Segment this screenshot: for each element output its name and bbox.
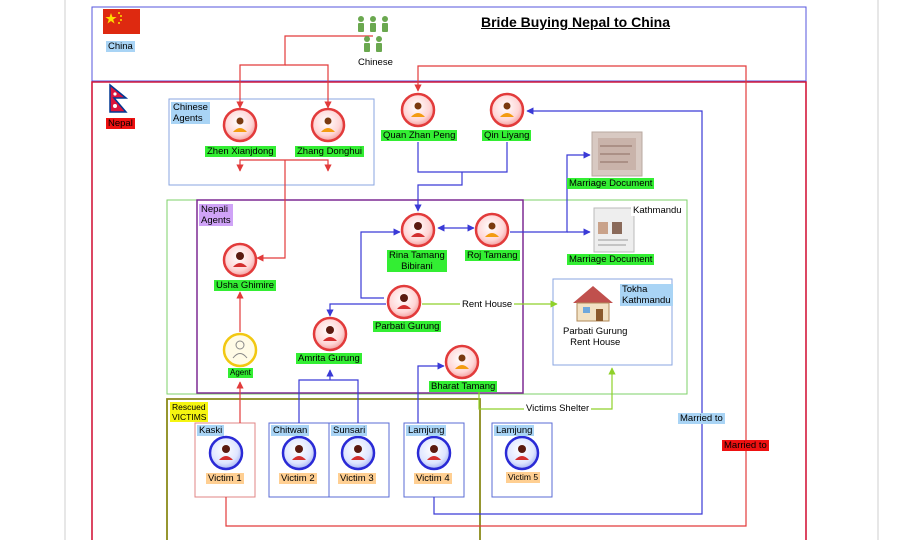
usha-node-icon xyxy=(222,242,258,278)
zhen-node-icon xyxy=(222,107,258,143)
quan-node-icon xyxy=(400,92,436,128)
tokha-label: Tokha Kathmandu xyxy=(620,284,673,306)
link-chinese-zhang xyxy=(285,64,332,109)
agent-label: Agent xyxy=(228,368,253,378)
victim1-label: Victim 1 xyxy=(206,473,244,484)
rent-house-box xyxy=(552,278,673,366)
link-victim4-bharat xyxy=(417,362,445,423)
link-roj-doc1 xyxy=(510,151,591,233)
link-married-quan xyxy=(225,65,747,527)
roj-label: Roj Tamang xyxy=(465,250,520,261)
amrita-label: Amrita Gurung xyxy=(296,353,362,364)
bharat-node-icon xyxy=(444,344,480,380)
zhang-label: Zhang Donghui xyxy=(295,146,364,157)
bharat-label: Bharat Tamang xyxy=(429,381,498,392)
kaski-box xyxy=(194,422,256,498)
roj-node-icon xyxy=(474,212,510,248)
victim3-district: Sunsari xyxy=(331,425,368,436)
quan-label: Quan Zhan Peng xyxy=(381,130,458,141)
nepali-agents-box xyxy=(196,199,524,394)
victim5-node-icon xyxy=(504,435,540,471)
victim4-label: Victim 4 xyxy=(414,473,452,484)
victim5-label: Victim 5 xyxy=(506,472,541,483)
marriage-document-1-label: Marriage Document xyxy=(567,178,655,189)
zhen-label: Zhen Xianjdong xyxy=(205,146,276,157)
link-quan-qin xyxy=(417,142,508,173)
victim4-district: Lamjung xyxy=(406,425,447,436)
parbati-node-icon xyxy=(386,284,422,320)
zhang-node-icon xyxy=(310,107,346,143)
link-agents-usha xyxy=(256,160,286,262)
china-region xyxy=(91,6,807,82)
victim4-node-icon xyxy=(416,435,452,471)
usha-label: Usha Ghimire xyxy=(214,280,277,291)
link-zhen-zhang xyxy=(236,159,332,172)
amrita-node-icon xyxy=(312,316,348,352)
victim2-label: Victim 2 xyxy=(279,473,317,484)
victim3-node-icon xyxy=(340,435,376,471)
rent-house-label: Parbati Gurung Rent House xyxy=(563,326,628,348)
page-title: Bride Buying Nepal to China xyxy=(481,14,671,30)
nepal-flag-icon xyxy=(109,83,129,113)
chinese-agents-label: Chinese Agents xyxy=(171,102,210,124)
chinese-group-label: Chinese xyxy=(356,57,395,68)
link-parbati-rina xyxy=(360,228,401,299)
rescued-victims-label: Rescued VICTIMS xyxy=(170,402,209,422)
sunsari-box xyxy=(328,422,390,498)
chinese-agents-box xyxy=(168,98,375,186)
marriage-document-1-icon xyxy=(591,131,643,177)
victim1-node-icon xyxy=(208,435,244,471)
parbati-label: Parbati Gurung xyxy=(373,321,442,332)
china-flag-icon xyxy=(103,9,140,34)
victim1-district: Kaski xyxy=(197,425,225,436)
victim2-district: Chitwan xyxy=(271,425,310,436)
victims-shelter-link-label: Victims Shelter xyxy=(524,403,592,414)
house-icon xyxy=(573,286,613,322)
china-label: China xyxy=(106,41,135,52)
kathmandu-label: Kathmandu xyxy=(631,205,684,216)
marriage-document-2-icon xyxy=(593,207,635,253)
link-parbati-amrita xyxy=(326,303,386,317)
link-chinese-rina xyxy=(414,172,463,212)
rina-node-icon xyxy=(400,212,436,248)
married-to-label-2: Married to xyxy=(722,440,769,451)
victim2-node-icon xyxy=(281,435,317,471)
qin-label: Qin Liyang xyxy=(482,130,532,141)
chinese-group-icon xyxy=(358,16,388,52)
victim3-label: Victim 3 xyxy=(338,473,376,484)
rina-label: Rina Tamang Bibirani xyxy=(387,250,447,272)
link-chinese-zhen xyxy=(236,35,373,109)
rent-house-link-label: Rent House xyxy=(460,299,515,310)
rescued-box xyxy=(166,398,481,540)
nepal-label: Nepal xyxy=(106,118,135,129)
marriage-document-2-label: Marriage Document xyxy=(567,254,655,265)
lamjung-box-2 xyxy=(491,422,553,498)
nepal-region xyxy=(91,81,807,540)
qin-node-icon xyxy=(489,92,525,128)
link-victims-amrita xyxy=(298,379,359,423)
married-to-label-1: Married to xyxy=(678,413,725,424)
agent-node-icon xyxy=(222,332,258,368)
nepali-agents-label: Nepali Agents xyxy=(199,204,233,226)
link-married-qin xyxy=(433,107,703,515)
victim5-district: Lamjung xyxy=(494,425,535,436)
